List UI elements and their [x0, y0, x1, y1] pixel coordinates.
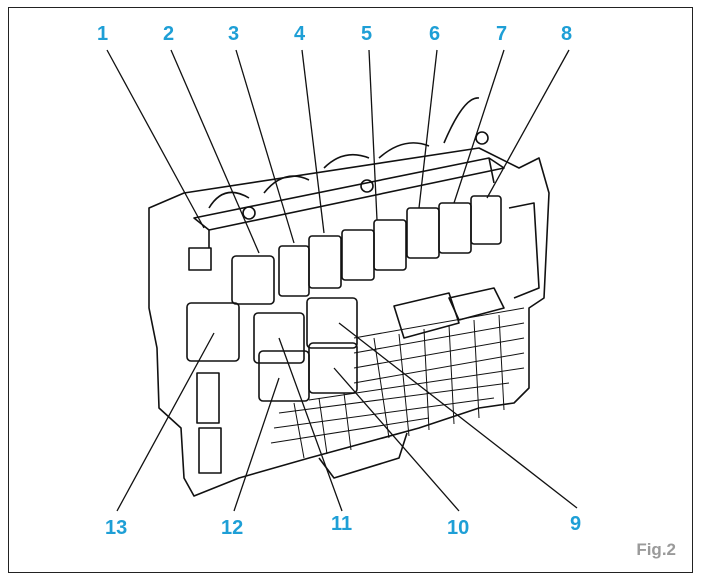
callout-1: 1 [97, 23, 109, 45]
leader-10 [333, 367, 460, 512]
bolt [475, 131, 489, 145]
right-bracket [508, 202, 540, 299]
relay-12 [258, 350, 310, 402]
leader-12 [233, 377, 280, 512]
leader-7 [453, 49, 505, 204]
leader-lines [106, 49, 578, 512]
figure-frame: 1 2 3 4 5 6 7 8 9 10 11 12 13 Fig.2 [8, 7, 693, 573]
relay-4 [308, 235, 342, 289]
wire-loop [378, 142, 430, 159]
leader-1 [106, 49, 205, 229]
leader-11 [278, 337, 343, 512]
callout-7: 7 [496, 23, 508, 45]
callout-10: 10 [447, 517, 470, 539]
callout-13: 13 [105, 517, 128, 539]
wire-loop [443, 97, 480, 144]
leader-9 [338, 322, 578, 509]
fuse-relay-box-drawing [106, 49, 578, 512]
callout-8: 8 [561, 23, 573, 45]
leader-13 [116, 332, 215, 512]
relay-6 [406, 207, 440, 259]
housing-outline [148, 147, 550, 497]
bottom-tab [318, 432, 408, 479]
leader-8 [486, 49, 570, 199]
relay-9 [306, 297, 358, 349]
callout-11: 11 [331, 513, 353, 535]
relay-5b [373, 219, 407, 271]
wire-loop [208, 191, 250, 209]
relay-2 [231, 255, 275, 305]
connector-block [448, 287, 505, 321]
side-connector [198, 427, 222, 474]
fuse-grid [270, 307, 525, 459]
bolt [242, 206, 256, 220]
relay-11 [253, 312, 305, 364]
leader-4 [301, 49, 325, 234]
relay-10 [308, 342, 358, 394]
figure-caption: Fig.2 [636, 540, 676, 559]
side-connector [188, 247, 212, 271]
callout-5: 5 [361, 23, 373, 45]
callout-6: 6 [429, 23, 441, 45]
leader-5 [368, 49, 378, 221]
callout-3: 3 [228, 23, 240, 45]
connector-block [393, 292, 460, 339]
relay-13 [186, 302, 240, 362]
wire-loop [323, 153, 370, 169]
callout-2: 2 [163, 23, 175, 45]
relay-3 [278, 245, 310, 297]
wire-loop [263, 175, 310, 194]
leader-3 [235, 49, 295, 244]
bolt [360, 179, 374, 193]
callout-4: 4 [294, 23, 306, 45]
relay-7 [438, 202, 472, 254]
callout-12: 12 [221, 517, 244, 539]
side-connector [196, 372, 220, 424]
relay-5 [341, 229, 375, 281]
callout-9: 9 [570, 513, 582, 535]
relay-8 [470, 195, 502, 245]
leader-2 [170, 49, 260, 254]
leader-6 [418, 49, 438, 209]
